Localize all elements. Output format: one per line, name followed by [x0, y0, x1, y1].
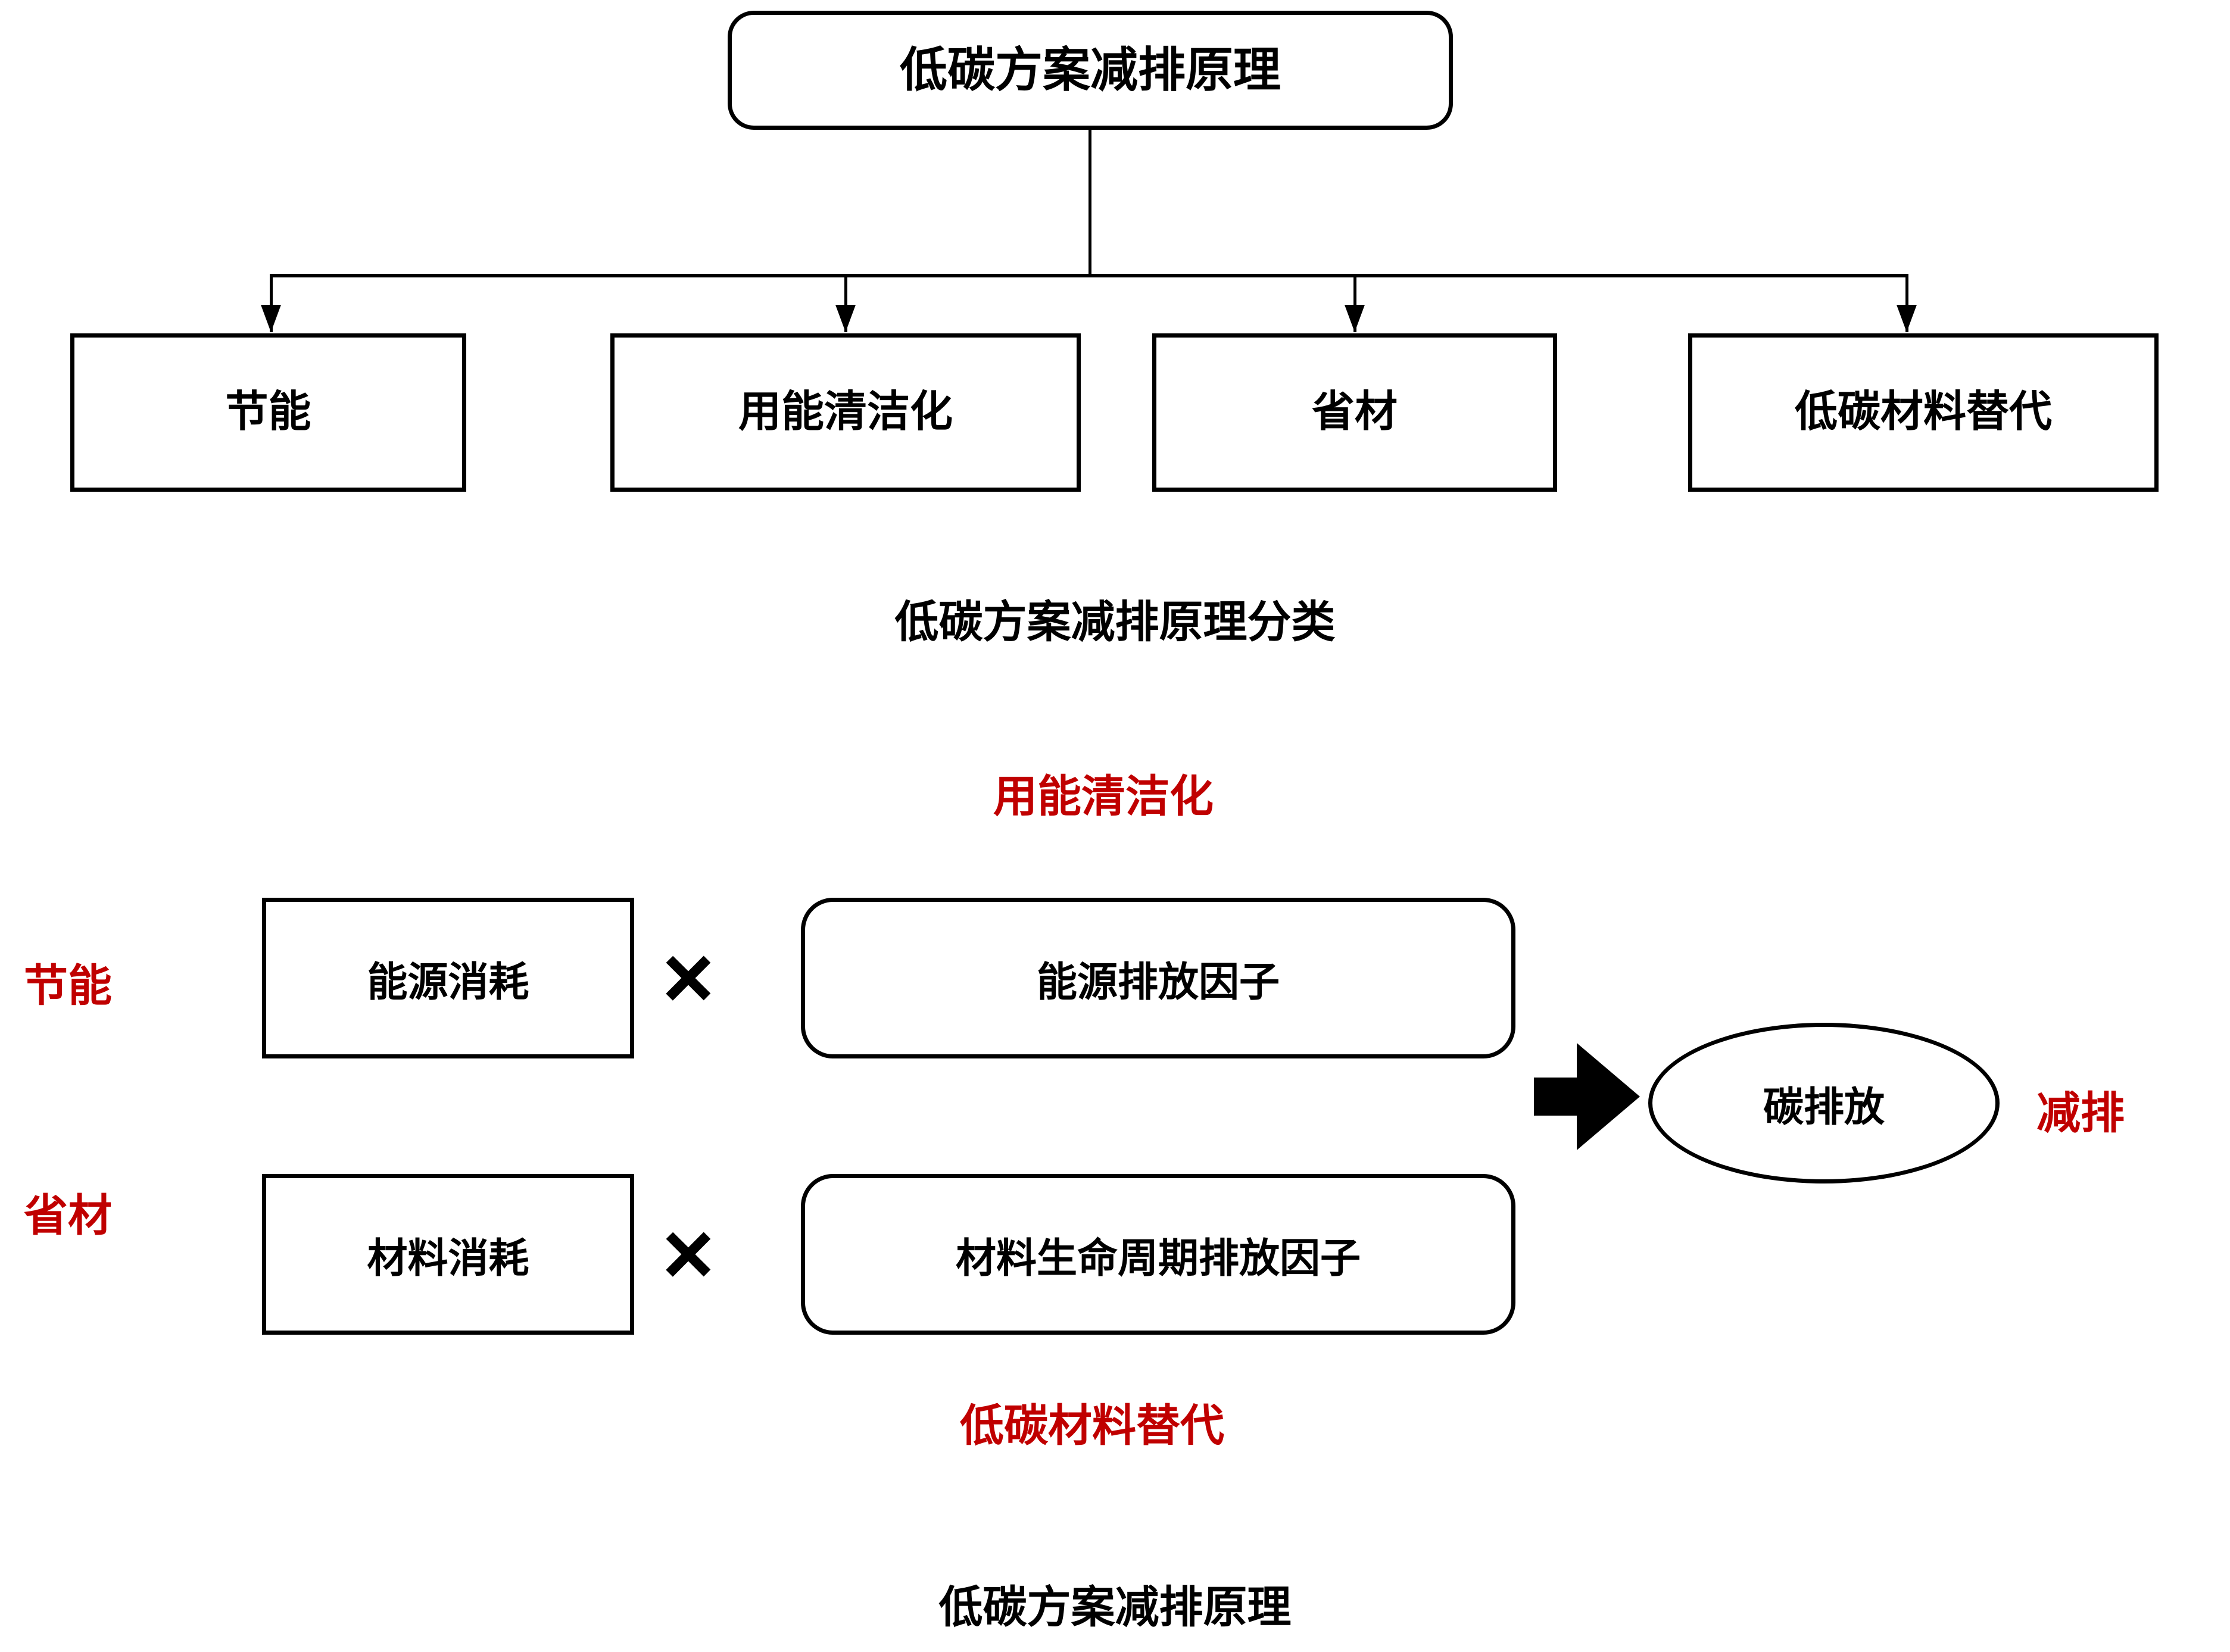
tree-drop-line-2 [844, 274, 847, 332]
result-red-label: 减排 [2036, 1088, 2125, 1138]
formula-row2-multiply-icon: × [662, 1203, 715, 1303]
tree-arrow-icon-3 [1345, 305, 1365, 332]
tree-leaf-node-clean-energy[interactable]: 用能清洁化 [610, 333, 1081, 492]
formula-row1-side-label: 节能 [24, 961, 112, 1010]
tree-arrow-icon-4 [1897, 305, 1917, 332]
formula-bottom-red-label: 低碳材料替代 [960, 1401, 1224, 1450]
figure-1-caption: 低碳方案减排原理分类 [894, 597, 1336, 647]
tree-arrow-icon-1 [261, 305, 281, 332]
tree-drop-line-3 [1353, 274, 1356, 332]
tree-root-stem [1089, 130, 1091, 276]
tree-leaf-node-material-saving[interactable]: 省材 [1152, 333, 1557, 492]
formula-row2-factor-box[interactable]: 材料生命周期排放因子 [801, 1174, 1515, 1335]
formula-row1-factor-box[interactable]: 能源排放因子 [801, 898, 1515, 1058]
result-block-arrow-icon [1534, 1043, 1640, 1150]
tree-leaf-node-low-carbon-material[interactable]: 低碳材料替代 [1688, 333, 2159, 492]
tree-root-node[interactable]: 低碳方案减排原理 [728, 11, 1453, 130]
formula-row2-side-label: 省材 [24, 1191, 112, 1240]
tree-horizontal-bus [271, 274, 1907, 277]
tree-drop-line-4 [1905, 274, 1908, 332]
figure-2-caption: 低碳方案减排原理 [938, 1582, 1292, 1632]
result-ellipse-carbon-emission[interactable]: 碳排放 [1648, 1023, 2000, 1183]
tree-drop-line-1 [270, 274, 273, 332]
formula-row2-consumption-box[interactable]: 材料消耗 [262, 1174, 634, 1335]
formula-top-red-label: 用能清洁化 [993, 772, 1214, 821]
formula-row1-consumption-box[interactable]: 能源消耗 [262, 898, 634, 1058]
tree-leaf-node-energy-saving[interactable]: 节能 [70, 333, 466, 492]
tree-arrow-icon-2 [835, 305, 856, 332]
formula-row1-multiply-icon: × [662, 927, 715, 1027]
